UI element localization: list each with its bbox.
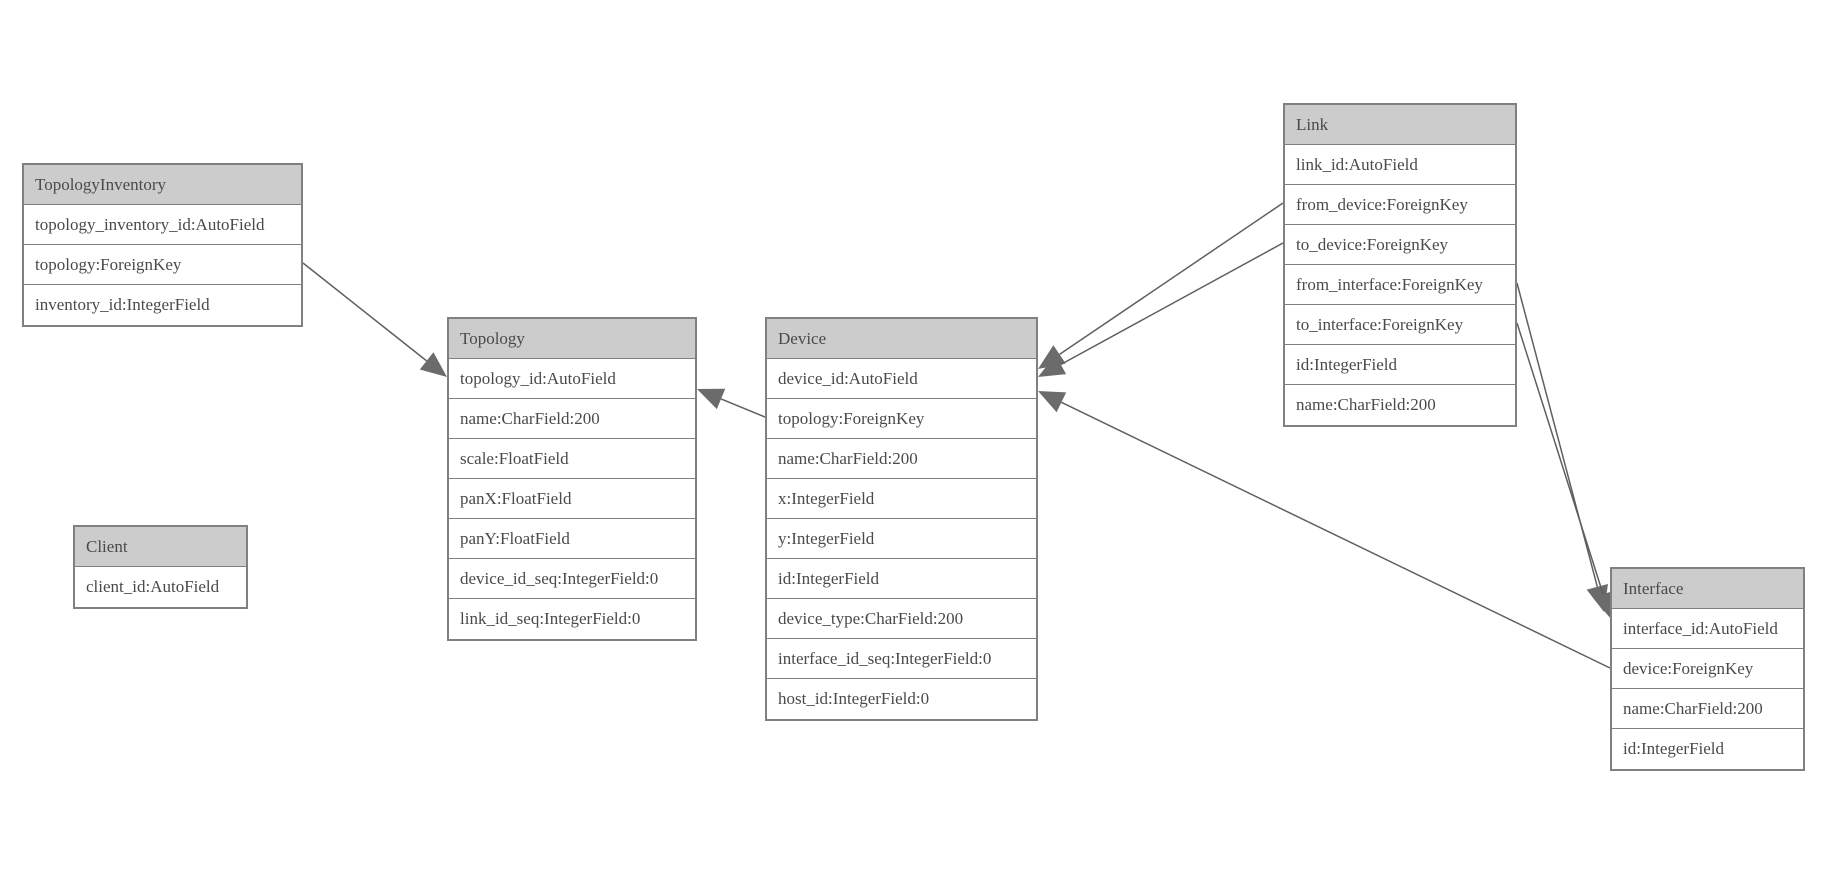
field-row: device_type:CharField:200 — [767, 599, 1036, 639]
field-row: topology:ForeignKey — [24, 245, 301, 285]
field-row: interface_id_seq:IntegerField:0 — [767, 639, 1036, 679]
field-row: panX:FloatField — [449, 479, 695, 519]
link-to-interface-to-interface-line — [1516, 322, 1604, 595]
field-row: name:CharField:200 — [1285, 385, 1515, 425]
field-row: device_id:AutoField — [767, 359, 1036, 399]
interface-device-to-device-line — [1061, 401, 1611, 669]
topologyinventory-topology-to-topology-arrowhead — [419, 352, 447, 377]
field-row: device_id_seq:IntegerField:0 — [449, 559, 695, 599]
field-row: host_id:IntegerField:0 — [767, 679, 1036, 719]
link-to-device-to-device-arrowhead — [1038, 354, 1067, 377]
entity-title-device: Device — [767, 319, 1036, 359]
entity-title-interface: Interface — [1612, 569, 1803, 609]
field-row: link_id:AutoField — [1285, 145, 1515, 185]
interface-device-to-device-arrowhead — [1038, 391, 1067, 413]
field-row: x:IntegerField — [767, 479, 1036, 519]
field-row: id:IntegerField — [767, 559, 1036, 599]
device-topology-to-topology-line — [720, 398, 766, 418]
field-row: name:CharField:200 — [767, 439, 1036, 479]
field-row: from_interface:ForeignKey — [1285, 265, 1515, 305]
field-row: to_device:ForeignKey — [1285, 225, 1515, 265]
device-topology-to-topology-arrowhead — [697, 388, 726, 410]
field-row: client_id:AutoField — [75, 567, 246, 607]
field-row: inventory_id:IntegerField — [24, 285, 301, 325]
field-row: interface_id:AutoField — [1612, 609, 1803, 649]
link-to-interface-to-interface-arrowhead — [1592, 590, 1614, 619]
link-from-device-to-device-line — [1059, 202, 1284, 356]
entity-title-topology: Topology — [449, 319, 695, 359]
field-row: from_device:ForeignKey — [1285, 185, 1515, 225]
field-row: topology_inventory_id:AutoField — [24, 205, 301, 245]
link-from-interface-to-interface-line — [1516, 282, 1599, 588]
field-row: topology:ForeignKey — [767, 399, 1036, 439]
field-row: id:IntegerField — [1285, 345, 1515, 385]
field-row: to_interface:ForeignKey — [1285, 305, 1515, 345]
field-row: device:ForeignKey — [1612, 649, 1803, 689]
entity-title-client: Client — [75, 527, 246, 567]
field-row: name:CharField:200 — [449, 399, 695, 439]
field-row: y:IntegerField — [767, 519, 1036, 559]
field-row: panY:FloatField — [449, 519, 695, 559]
link-to-device-to-device-line — [1060, 242, 1284, 366]
field-row: name:CharField:200 — [1612, 689, 1803, 729]
field-row: id:IntegerField — [1612, 729, 1803, 769]
field-row: link_id_seq:IntegerField:0 — [449, 599, 695, 639]
entity-title-topology-inventory: TopologyInventory — [24, 165, 301, 205]
field-row: scale:FloatField — [449, 439, 695, 479]
topologyinventory-topology-to-topology-line — [302, 262, 428, 362]
field-row: topology_id:AutoField — [449, 359, 695, 399]
entity-title-link: Link — [1285, 105, 1515, 145]
